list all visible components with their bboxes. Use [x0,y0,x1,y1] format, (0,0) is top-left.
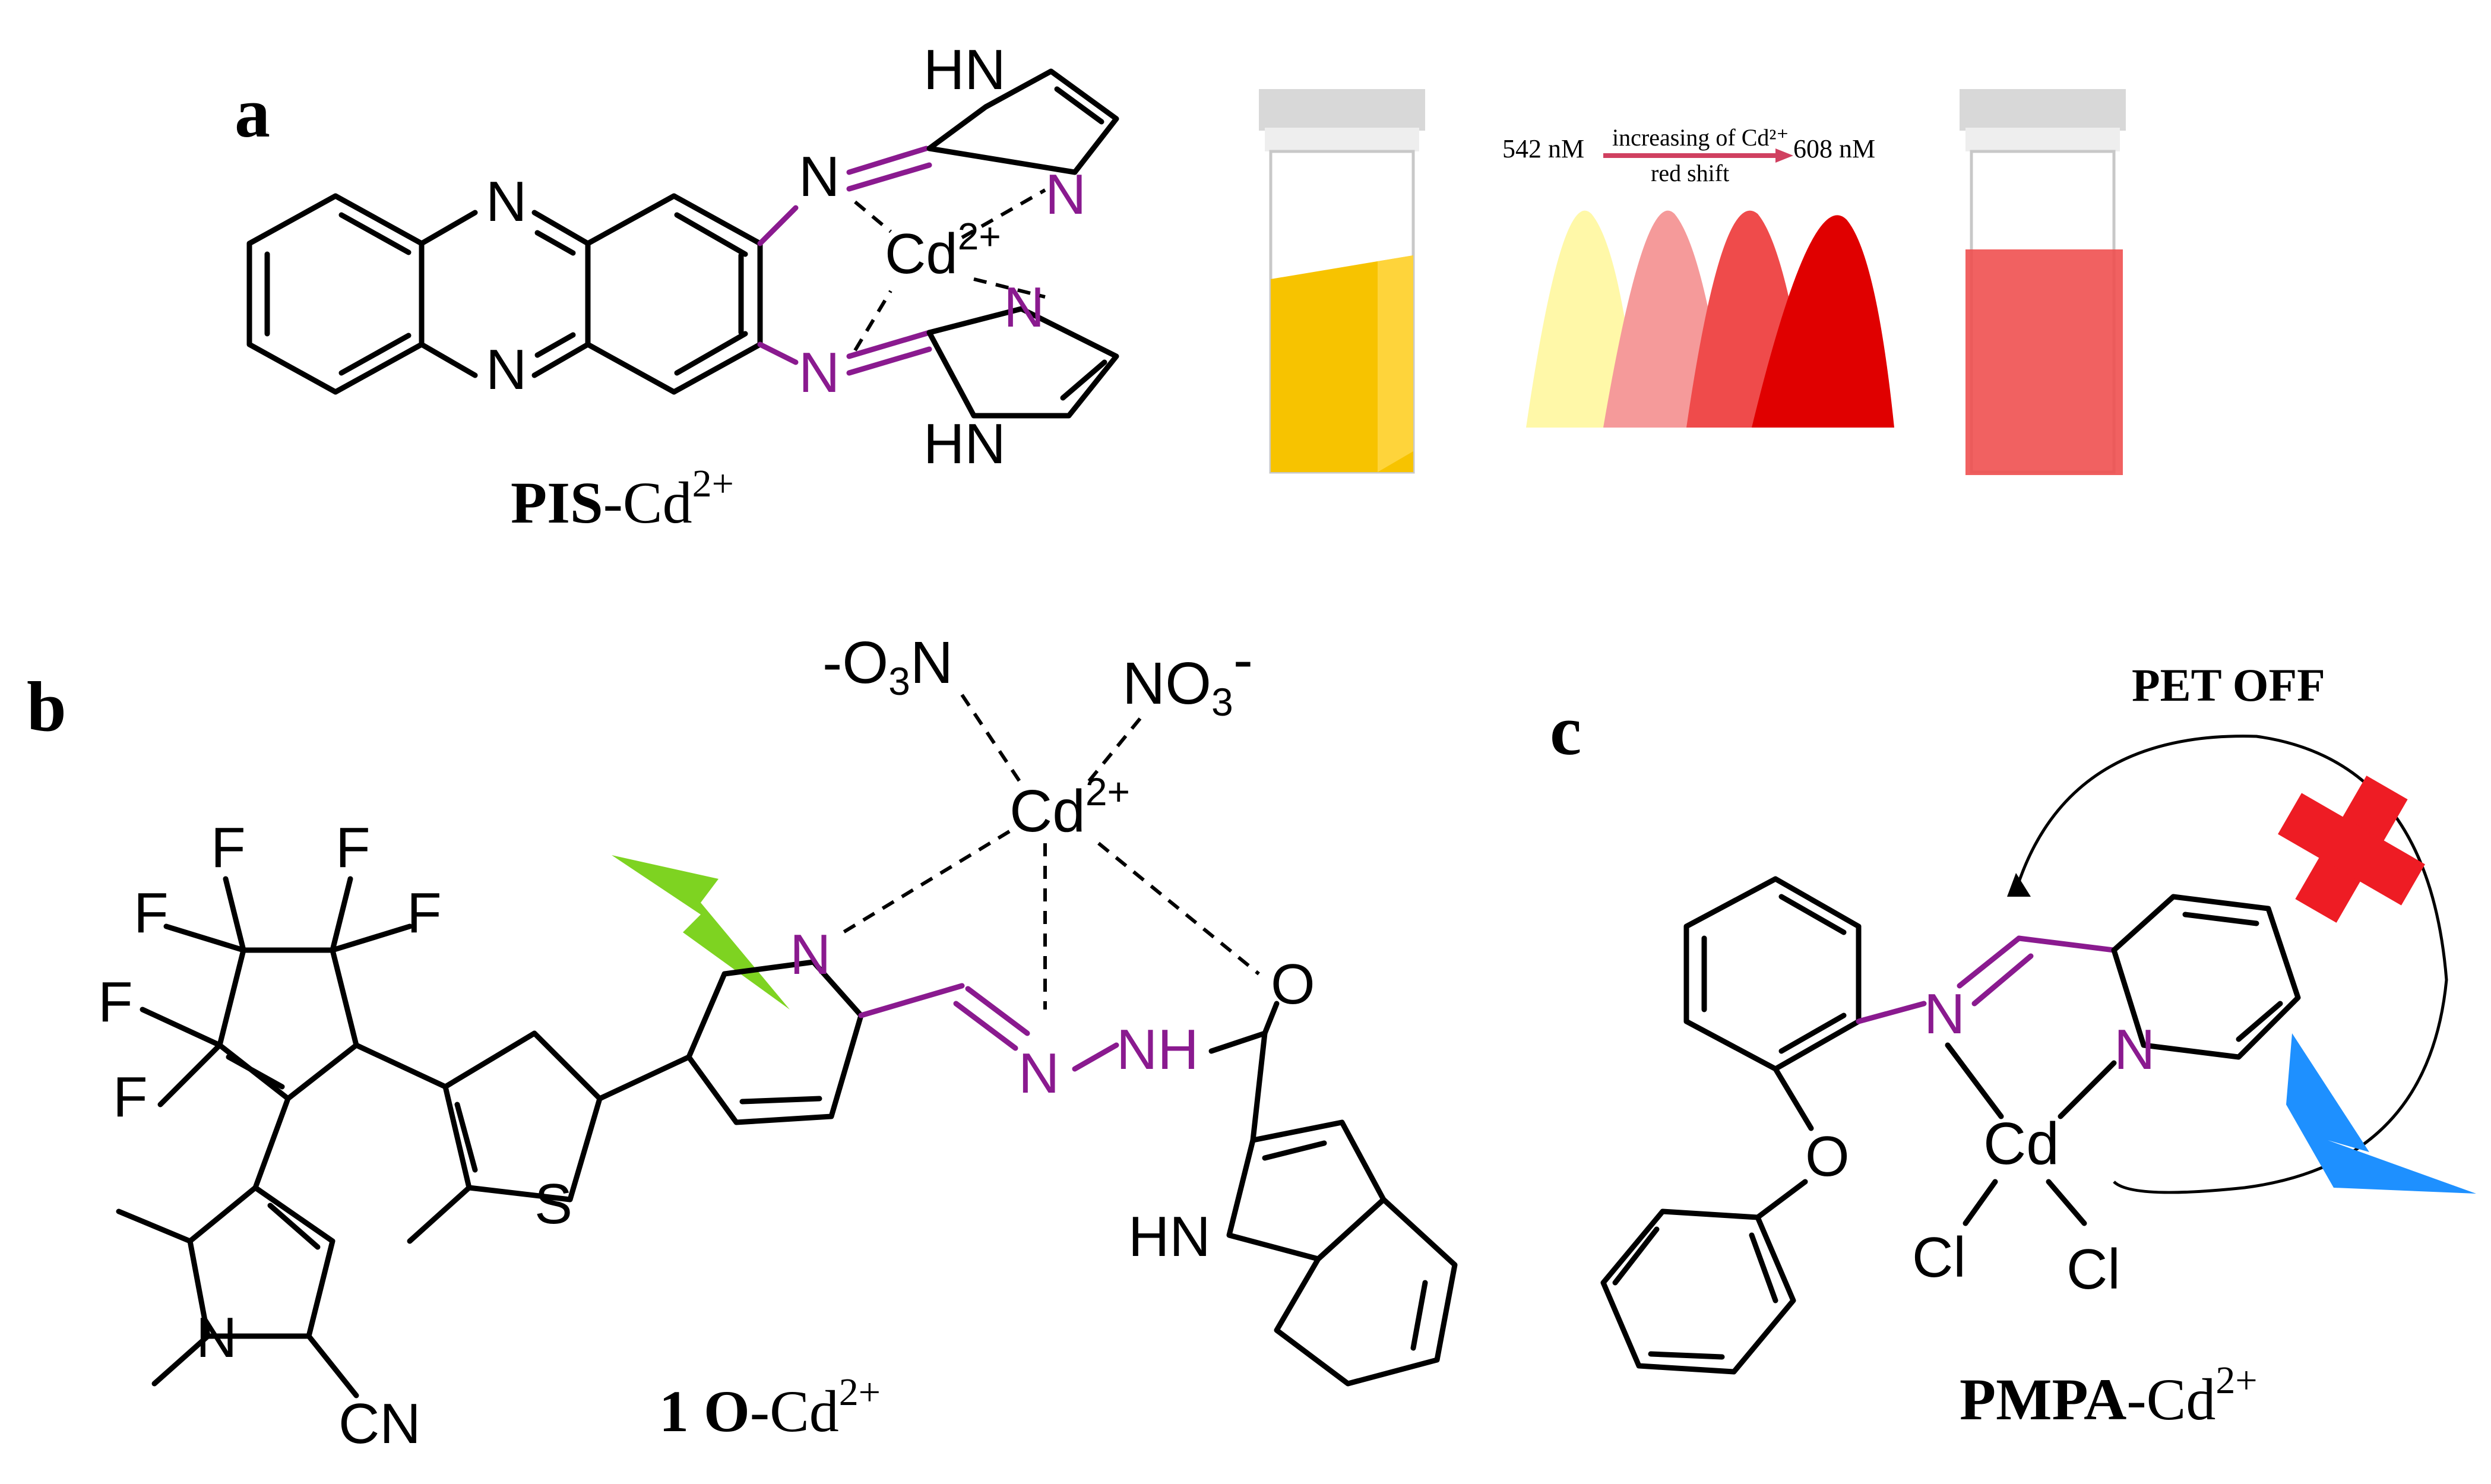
panel-b: b Cd2+ -O3N NO3- F F F [27,626,1458,1455]
atom-f-5: F [98,970,133,1034]
bolt-green [612,855,790,1010]
thiophene-ring: S [353,1030,692,1244]
atom-o-b: O [1271,953,1315,1016]
panel-a: a N N N N [235,38,2126,536]
fluorinated-ring: F F F F F F [98,816,442,1129]
panel-a-label: a [235,73,270,152]
spectrum-end: 608 nM [1793,134,1875,163]
atom-n-bottom: N [486,338,527,401]
pet-off-label: PET OFF [2132,659,2325,711]
pyridine-ring-c: N [2111,894,2301,1081]
cuvette-red [1960,89,2126,475]
metal-cd-c: Cd [1983,1110,2059,1177]
pyridine-ring-b: N N NH O [686,923,1315,1125]
panel-b-label: b [27,667,67,746]
phenoxy-ring [1600,1208,1796,1375]
aniline-ring: O [1683,876,1927,1220]
atom-o-c: O [1805,1125,1850,1188]
spectrum-arrow-label: increasing of Cd²⁺ [1612,124,1789,151]
atom-hn-top: HN [923,38,1006,102]
atom-f-2: F [134,881,169,945]
ligand-no3-left: -O3N [822,629,953,703]
atom-n-imine-bottom: N [799,341,840,404]
bolt-blue-icon [2286,1033,2476,1194]
panel-c-label: c [1550,691,1581,770]
atom-s: S [534,1172,572,1236]
spectrum-start: 542 nM [1502,134,1584,163]
atom-n-imine-b: N [1018,1042,1059,1105]
pyrrole-ring: N CN [116,1096,421,1455]
atom-n-imid-bottom: N [1004,276,1044,339]
atom-n-imine-c: N [1924,982,1965,1046]
peak-4 [1752,215,1894,428]
atom-n-pyridine-b: N [790,923,831,986]
ligand-no3-right: NO3- [1122,626,1253,724]
cuvette-yellow [1259,89,1425,474]
atom-hn-indole: HN [1128,1205,1211,1268]
atom-f-6: F [113,1065,148,1129]
metal-cd-b: Cd2+ [1009,770,1130,844]
spectrum-scale: 542 nM increasing of Cd²⁺ red shift 608 … [1502,124,1894,428]
atom-n-pyridine-c: N [2114,1018,2155,1081]
atom-cn: CN [338,1392,421,1455]
atom-n-top: N [486,170,527,233]
atom-cl-2: Cl [2066,1238,2120,1301]
spectrum-shift-label: red shift [1651,160,1729,186]
peak-1 [1526,210,1639,428]
cross-icon [2278,776,2425,923]
atom-cl-1: Cl [1912,1226,1966,1289]
caption-c: PMPA-Cd2+ [1960,1359,2258,1432]
pet-arrow [2014,735,2448,1194]
atom-nh: NH [1116,1018,1199,1081]
atom-hn-bottom: HN [923,412,1006,476]
panel-c: c PET OFF O N [1550,659,2476,1432]
caption-b: 1 O-Cd2+ [659,1371,881,1444]
atom-f-3: F [335,816,371,879]
atom-n-imid-top: N [1045,163,1086,226]
atom-n-pyrrole: N [196,1306,237,1369]
atom-n-imine-top: N [799,145,840,208]
caption-a: PIS-Cd2+ [511,462,734,536]
indole-ring: HN [1128,1030,1458,1387]
atom-f-1: F [211,816,246,879]
phenazine-core: N N [246,170,763,401]
atom-f-4: F [407,881,442,945]
